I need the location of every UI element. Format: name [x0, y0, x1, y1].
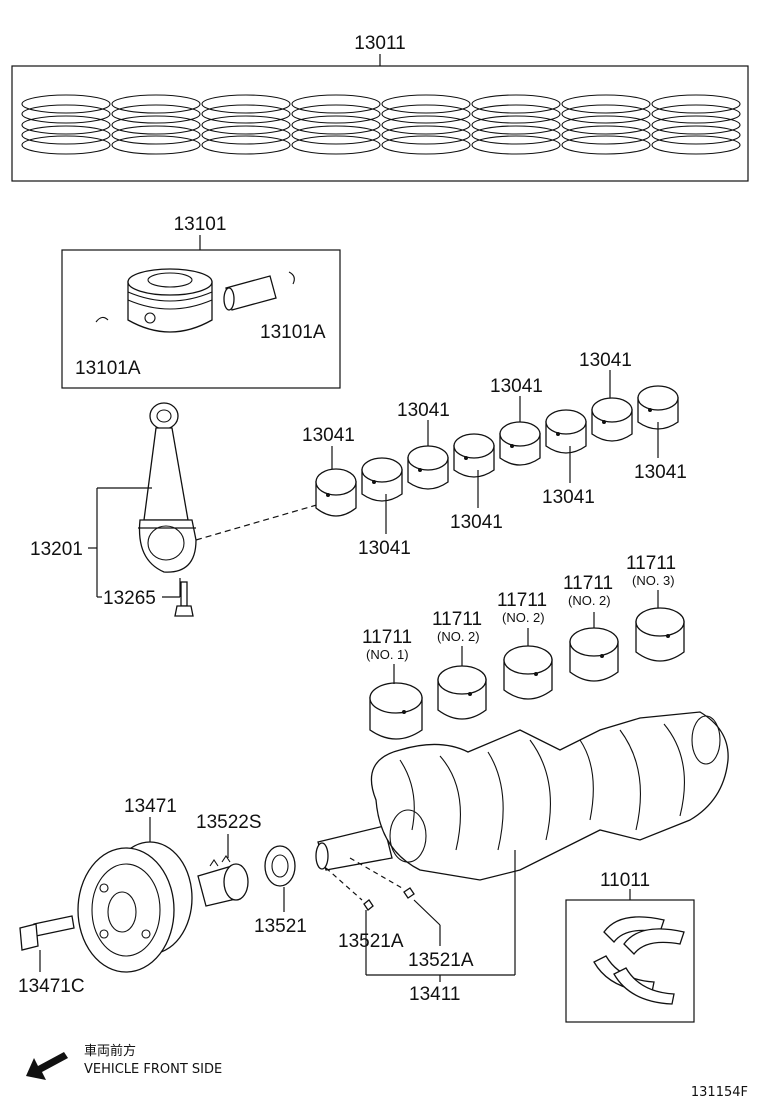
main-bearing-no1[interactable]	[369, 682, 423, 740]
label-13411: 13411	[409, 984, 460, 1005]
label-13101A-left: 13101A	[75, 358, 141, 379]
label-13201: 13201	[30, 539, 83, 560]
thrust-washer-set[interactable]	[593, 916, 685, 1005]
pulley-bolt[interactable]	[19, 915, 75, 951]
label-13041-1: 13041	[302, 425, 355, 446]
label-13101A-right: 13101A	[260, 322, 326, 343]
rod-bearing-6[interactable]	[545, 409, 587, 454]
key-left[interactable]	[363, 899, 374, 911]
label-13041-6: 13041	[542, 487, 595, 508]
main-bearing-no2b[interactable]	[503, 645, 553, 700]
piston[interactable]	[127, 268, 213, 333]
label-13041-7: 13041	[579, 350, 632, 371]
label-13521A-right: 13521A	[408, 950, 474, 971]
label-13521: 13521	[254, 916, 307, 937]
label-13011: 13011	[354, 33, 405, 54]
label-11711-no1: 11711	[362, 627, 412, 648]
crank-pulley[interactable]	[77, 841, 193, 973]
orientation-english: VEHICLE FRONT SIDE	[84, 1062, 222, 1077]
sublabel-no2c: (NO. 2)	[568, 593, 611, 608]
label-13471C: 13471C	[18, 976, 85, 997]
piston-ring-set-box	[11, 65, 749, 182]
label-13041-5: 13041	[490, 376, 543, 397]
orientation-japanese: 車両前方	[84, 1043, 136, 1059]
label-13041-8: 13041	[634, 462, 687, 483]
piston-ring-set[interactable]	[21, 94, 741, 155]
crankshaft[interactable]	[315, 711, 729, 881]
crank-gear[interactable]	[264, 845, 296, 887]
timing-sprocket[interactable]	[197, 855, 249, 907]
key-right[interactable]	[403, 887, 415, 899]
snap-ring-left[interactable]	[95, 316, 109, 323]
label-11711-no2c: 11711	[563, 573, 613, 594]
label-13522S: 13522S	[196, 812, 262, 833]
rod-bearing-2[interactable]	[361, 457, 403, 502]
rod-bearing-5[interactable]	[499, 421, 541, 466]
main-bearing-no2a[interactable]	[437, 665, 487, 720]
sublabel-no2b: (NO. 2)	[502, 610, 545, 625]
rod-bearing-4[interactable]	[453, 433, 495, 478]
main-bearing-no2c[interactable]	[569, 627, 619, 682]
label-13041-3: 13041	[397, 400, 450, 421]
rod-bearing-3[interactable]	[407, 445, 449, 490]
label-13471: 13471	[124, 796, 177, 817]
figure-id: 131154F	[691, 1085, 748, 1100]
sublabel-no1: (NO. 1)	[366, 647, 409, 662]
connecting-rod[interactable]	[138, 402, 197, 573]
label-13041-2: 13041	[358, 538, 411, 559]
piston-pin[interactable]	[223, 275, 277, 311]
label-13521A-left: 13521A	[338, 931, 404, 952]
label-13265: 13265	[103, 588, 156, 609]
label-11011: 11011	[600, 870, 650, 891]
rod-bearing-1[interactable]	[315, 468, 357, 517]
label-13101: 13101	[174, 214, 227, 235]
piston-box	[61, 249, 341, 389]
sublabel-no3: (NO. 3)	[632, 573, 675, 588]
snap-ring-right[interactable]	[288, 271, 295, 285]
label-11711-no2b: 11711	[497, 590, 547, 611]
rod-bearing-8[interactable]	[637, 385, 679, 430]
main-bearing-no3[interactable]	[635, 607, 685, 662]
rod-bolt[interactable]	[174, 581, 194, 617]
thrust-washer-box	[565, 899, 695, 1023]
vehicle-front-arrow-icon	[26, 1052, 68, 1080]
sublabel-no2a: (NO. 2)	[437, 629, 480, 644]
label-11711-no3: 11711	[626, 553, 676, 574]
rod-bearing-7[interactable]	[591, 397, 633, 442]
label-11711-no2a: 11711	[432, 609, 482, 630]
label-13041-4: 13041	[450, 512, 503, 533]
